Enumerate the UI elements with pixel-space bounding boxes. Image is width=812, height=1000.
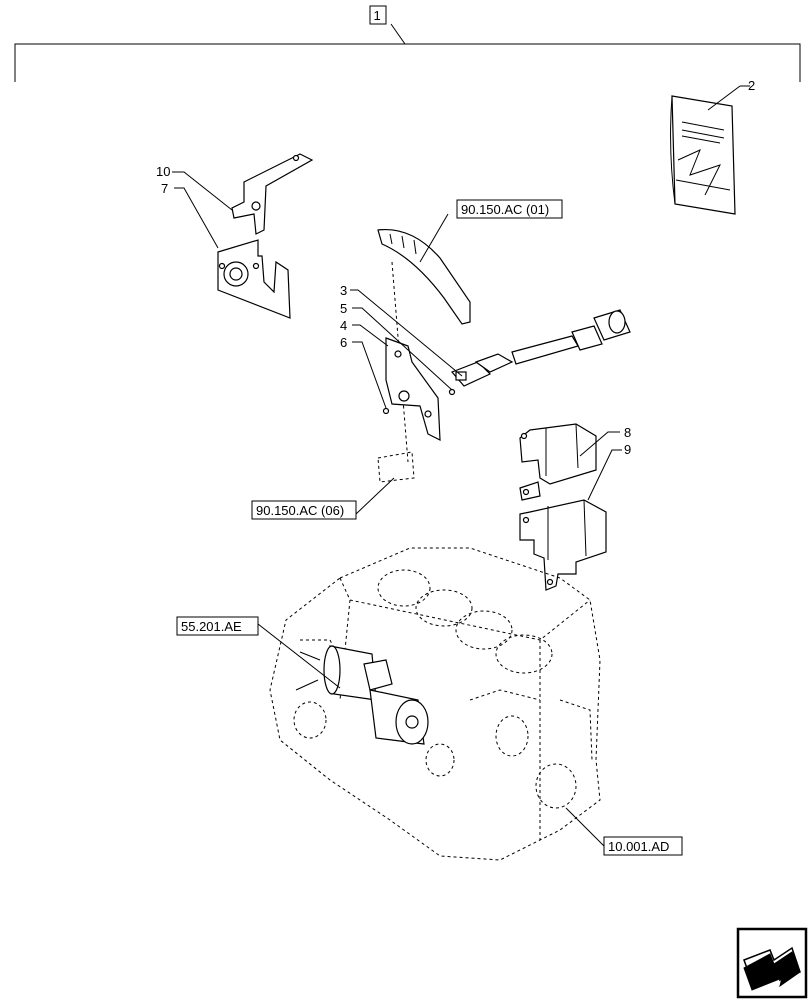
starter-motor: [295, 645, 429, 745]
callout-10: 10: [156, 164, 170, 179]
cover-item-8: [519, 423, 597, 501]
harness-top: [377, 213, 471, 325]
callout-1: 1: [374, 8, 381, 23]
harness-bottom: [355, 451, 415, 515]
callout-5: 5: [340, 301, 347, 316]
ref-wiring-bottom[interactable]: 90.150.AC (06): [256, 503, 344, 518]
kit-bracket: 1: [14, 5, 801, 82]
engine-block: [269, 547, 601, 861]
callout-3: 3: [340, 283, 347, 298]
bracket-item-10: [231, 153, 314, 235]
ref-engine-block[interactable]: 10.001.AD: [608, 839, 669, 854]
ref-wiring-top[interactable]: 90.150.AC (01): [461, 202, 549, 217]
callout-8: 8: [624, 425, 631, 440]
washer-item-5: [448, 388, 456, 396]
callout-2: 2: [748, 78, 755, 93]
next-page-arrow-icon[interactable]: [736, 927, 808, 999]
bolt-item-6: [382, 407, 390, 415]
callout-4: 4: [340, 318, 347, 333]
ref-starter[interactable]: 55.201.AE: [181, 619, 242, 634]
plate-item-7: [217, 239, 291, 319]
callout-9: 9: [624, 442, 631, 457]
sensor-item-3: [450, 309, 631, 387]
bracket-item-4: [385, 337, 441, 441]
cover-item-9: [519, 499, 607, 591]
callout-7: 7: [161, 181, 168, 196]
manual-booklet: [670, 85, 750, 215]
callout-6: 6: [340, 335, 347, 350]
